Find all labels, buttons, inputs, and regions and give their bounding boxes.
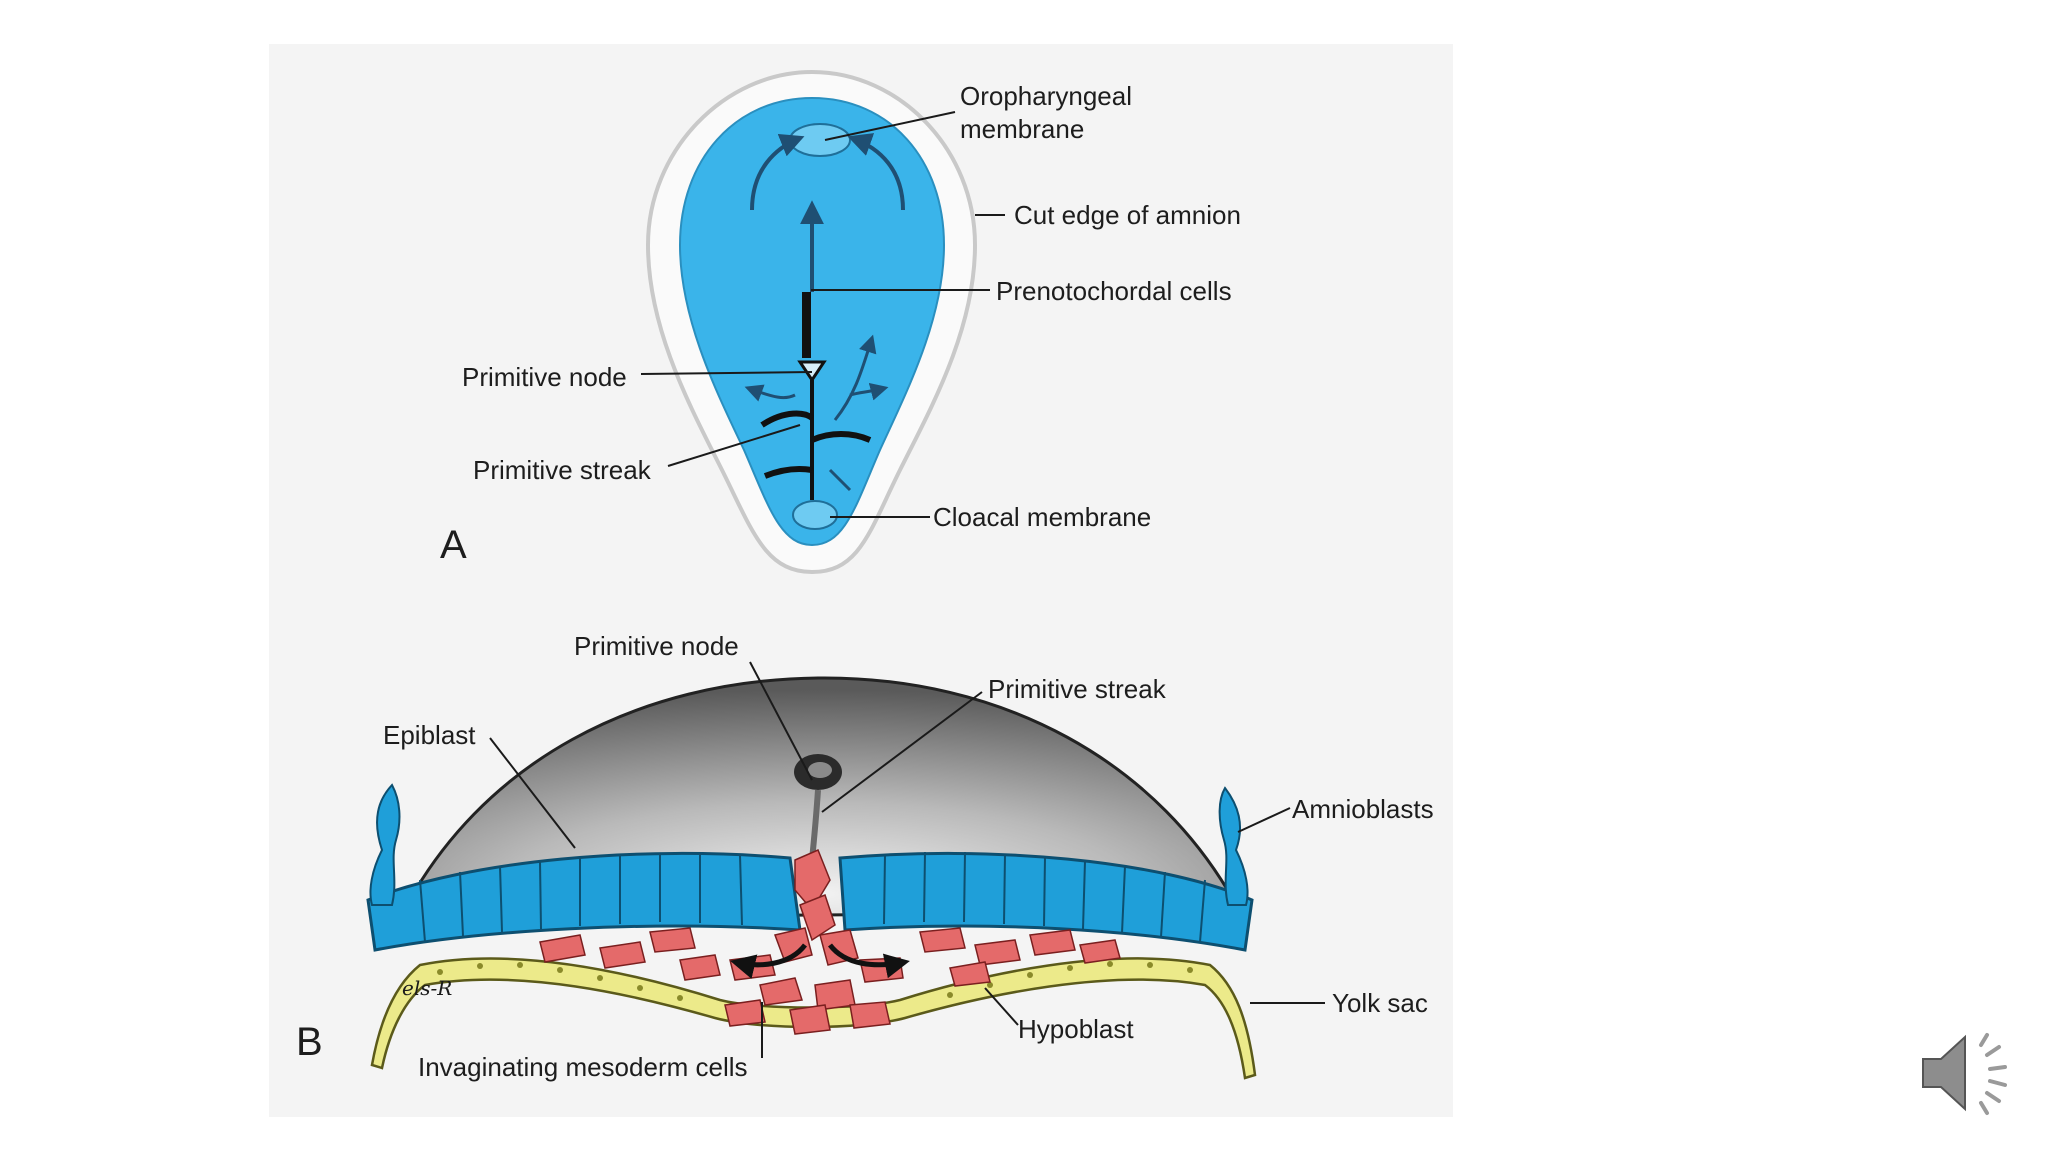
- speaker-icon: [1922, 1033, 2007, 1115]
- epiblast-layer-right: [838, 851, 1254, 952]
- amnioblasts-right: [1218, 786, 1249, 906]
- label-cut-edge-amnion: Cut edge of amnion: [1014, 200, 1241, 230]
- label-prenotochordal: Prenotochordal cells: [996, 276, 1232, 306]
- label-cloacal: Cloacal membrane: [933, 502, 1151, 532]
- primitive-node-a: [797, 360, 827, 383]
- label-yolk-sac: Yolk sac: [1332, 988, 1428, 1018]
- label-hypoblast: Hypoblast: [1018, 1014, 1134, 1044]
- label-mesoderm: Invaginating mesoderm cells: [418, 1052, 748, 1082]
- mesoderm-cells: [539, 849, 1121, 1035]
- amnioblasts-left: [369, 783, 401, 906]
- prenotochordal-cells: [802, 292, 811, 358]
- label-amnioblasts: Amnioblasts: [1292, 794, 1434, 824]
- label-oropharyngeal-2: membrane: [960, 114, 1084, 144]
- label-primitive-node-a: Primitive node: [462, 362, 627, 392]
- panel-letter-a: A: [440, 523, 467, 567]
- illustrator-signature: els-R: [402, 976, 452, 1000]
- panel-a: Oropharyngeal membrane Cut edge of amnio…: [440, 69, 1241, 575]
- panel-letter-b: B: [296, 1020, 323, 1064]
- audio-speaker-button[interactable]: [1915, 1025, 2020, 1120]
- label-primitive-streak-a: Primitive streak: [473, 455, 652, 485]
- cloacal-membrane: [792, 500, 838, 530]
- label-primitive-node-b: Primitive node: [574, 631, 739, 661]
- label-epiblast: Epiblast: [383, 720, 476, 750]
- label-primitive-streak-b: Primitive streak: [988, 674, 1167, 704]
- embryonic-disc: [678, 96, 946, 547]
- panel-b: Primitive node Primitive streak Epiblast…: [296, 631, 1434, 1082]
- label-oropharyngeal-1: Oropharyngeal: [960, 81, 1132, 111]
